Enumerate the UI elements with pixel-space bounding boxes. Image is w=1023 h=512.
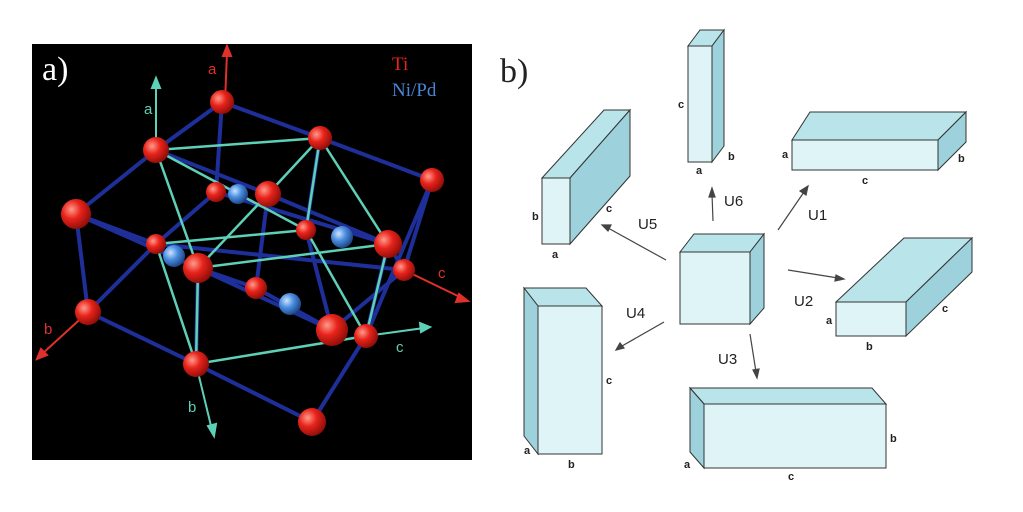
green-axis-a-label: a — [144, 101, 153, 118]
red-axis-c-label: c — [438, 265, 446, 282]
nipd-atom — [279, 293, 301, 315]
ti-atom — [183, 253, 213, 283]
ti-atom — [75, 299, 101, 325]
variant-u2-block: a b c — [826, 236, 974, 353]
ti-atom — [296, 220, 316, 240]
ti-atom — [316, 314, 348, 346]
ti-atom — [420, 168, 444, 192]
u3-dim-c: c — [788, 471, 794, 483]
variant-label-u6: U6 — [724, 193, 743, 210]
variant-u6-block: c a b — [678, 28, 735, 177]
variant-label-u4: U4 — [626, 305, 645, 322]
u3-dim-b: b — [890, 433, 897, 445]
nipd-atom — [163, 245, 185, 267]
ti-atom — [210, 90, 234, 114]
u5-dim-a: a — [552, 249, 559, 261]
u2-dim-c: c — [942, 303, 948, 315]
ti-atom — [143, 137, 169, 163]
variant-label-u2: U2 — [794, 293, 813, 310]
nipd-atom — [228, 184, 248, 204]
u5-dim-c: c — [606, 203, 612, 215]
green-axis-c-label: c — [396, 339, 404, 356]
crystal-structure-diagram: a) Ti Ni/Pd — [32, 44, 472, 460]
variant-u4-block: a b c — [522, 286, 612, 471]
u1-dim-a: a — [782, 149, 789, 161]
u4-dim-a: a — [524, 445, 531, 457]
variant-u1-block: a c b — [782, 110, 968, 187]
variant-label-u3: U3 — [718, 351, 737, 368]
u6-dim-a: a — [696, 165, 703, 177]
ti-atom — [61, 199, 91, 229]
variant-label-u5: U5 — [638, 216, 657, 233]
u6-dim-c: c — [678, 99, 684, 111]
variant-u3-block: a c b — [684, 386, 897, 483]
ti-atom — [374, 230, 402, 258]
central-cube — [678, 232, 766, 326]
variants-panel: b) U5 U6 U1 U2 U3 U4 c a b b — [488, 16, 1008, 496]
panel-a-background — [32, 44, 472, 460]
u5-dim-b: b — [532, 211, 539, 223]
ti-atom — [298, 408, 326, 436]
variant-u5-block: b a c — [532, 108, 632, 261]
variants-diagram: b) U5 U6 U1 U2 U3 U4 c a b b — [500, 28, 974, 483]
red-axis-b-label: b — [44, 321, 52, 338]
ti-atom — [255, 181, 281, 207]
green-axis-b-label: b — [188, 399, 196, 416]
u2-dim-b: b — [866, 341, 873, 353]
crystal-structure-panel: a) Ti Ni/Pd — [32, 44, 472, 460]
legend-nipd: Ni/Pd — [392, 80, 437, 101]
legend-ti: Ti — [392, 54, 408, 75]
arrows — [600, 184, 846, 380]
u4-dim-c: c — [606, 375, 612, 387]
u3-dim-a: a — [684, 459, 691, 471]
nipd-atoms — [163, 184, 353, 315]
ti-atom — [206, 182, 226, 202]
u2-dim-a: a — [826, 315, 833, 327]
ti-atom — [183, 351, 209, 377]
panel-b-label: b) — [500, 53, 528, 90]
red-axis-a-label: a — [208, 61, 217, 78]
panel-a-label: a) — [42, 51, 68, 88]
u4-dim-b: b — [568, 459, 575, 471]
ti-atom — [308, 126, 332, 150]
ti-atom — [245, 277, 267, 299]
u1-dim-c: c — [862, 175, 868, 187]
nipd-atom — [331, 226, 353, 248]
u1-dim-b: b — [958, 153, 965, 165]
u6-dim-b: b — [728, 151, 735, 163]
ti-atoms — [61, 90, 444, 436]
ti-atom — [354, 324, 378, 348]
ti-atom — [146, 234, 166, 254]
ti-atom — [393, 259, 415, 281]
variant-label-u1: U1 — [808, 207, 827, 224]
